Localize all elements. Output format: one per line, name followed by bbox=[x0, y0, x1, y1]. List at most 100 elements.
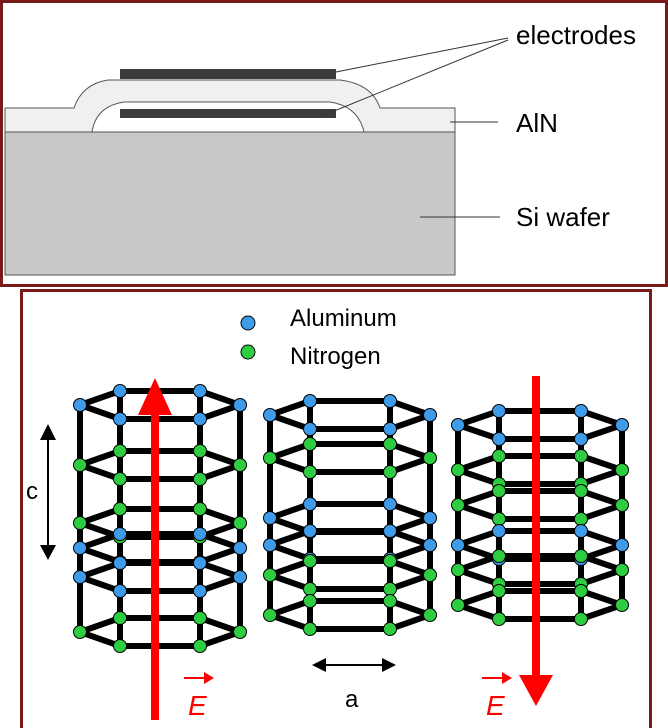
bond bbox=[389, 558, 431, 578]
bond bbox=[269, 612, 311, 632]
nitrogen-atom bbox=[303, 437, 317, 451]
bond bbox=[389, 398, 431, 418]
bond bbox=[457, 408, 500, 428]
bond bbox=[79, 615, 121, 635]
right-e-vector-arrow bbox=[482, 672, 512, 684]
aluminum-atom bbox=[193, 584, 207, 598]
aluminum-atom bbox=[383, 422, 397, 436]
nitrogen-atom bbox=[423, 451, 437, 465]
c-dimension-arrow bbox=[40, 424, 56, 560]
bond bbox=[389, 501, 431, 521]
nitrogen-atom bbox=[383, 622, 397, 636]
nitrogen-atom bbox=[492, 612, 506, 626]
bond bbox=[457, 602, 500, 622]
bond bbox=[79, 629, 121, 649]
bond bbox=[580, 422, 623, 442]
aluminum-atom bbox=[73, 570, 87, 584]
nitrogen-atom bbox=[113, 444, 127, 458]
bond bbox=[79, 388, 121, 408]
aluminum-atom bbox=[574, 524, 588, 538]
left-e-vector-arrow bbox=[184, 672, 214, 684]
aluminum-atom bbox=[113, 556, 127, 570]
aluminum-atom bbox=[615, 538, 629, 552]
nitrogen-atom bbox=[73, 458, 87, 472]
aluminum-atom bbox=[263, 408, 277, 422]
bond bbox=[199, 615, 241, 635]
lattice-structures bbox=[73, 384, 629, 653]
bond bbox=[389, 441, 431, 461]
nitrogen-atom bbox=[303, 582, 317, 596]
nitrogen-atom bbox=[73, 625, 87, 639]
bond bbox=[457, 453, 500, 473]
aluminum-atom bbox=[303, 394, 317, 408]
bond bbox=[269, 558, 311, 578]
bond bbox=[199, 574, 241, 594]
nitrogen-atom bbox=[574, 549, 588, 563]
aluminum-atom bbox=[574, 432, 588, 446]
bond bbox=[580, 602, 623, 622]
nitrogen-atom bbox=[383, 437, 397, 451]
bond bbox=[79, 462, 121, 482]
aluminum-atom bbox=[233, 398, 247, 412]
bond bbox=[389, 572, 431, 592]
bond bbox=[580, 567, 623, 587]
aluminum-atom bbox=[423, 408, 437, 422]
c-dimension-label: c bbox=[26, 478, 38, 505]
nitrogen-atom bbox=[423, 608, 437, 622]
a-dimension-label: a bbox=[345, 686, 359, 713]
bond bbox=[269, 598, 311, 618]
aluminum-atom bbox=[574, 404, 588, 418]
nitrogen-atom bbox=[492, 449, 506, 463]
bond bbox=[79, 560, 121, 580]
nitrogen-atom bbox=[574, 449, 588, 463]
aluminum-atom bbox=[113, 384, 127, 398]
bond bbox=[269, 455, 311, 475]
bond bbox=[389, 455, 431, 475]
bond bbox=[580, 588, 623, 608]
nitrogen-atom bbox=[574, 512, 588, 526]
bond bbox=[457, 567, 500, 587]
bond bbox=[457, 422, 500, 442]
nitrogen-atom bbox=[383, 594, 397, 608]
aluminum-atom bbox=[303, 497, 317, 511]
bond bbox=[389, 612, 431, 632]
bond bbox=[580, 528, 623, 548]
bond bbox=[389, 598, 431, 618]
aluminum-atom bbox=[193, 556, 207, 570]
bond bbox=[580, 408, 623, 428]
legend-aluminum-dot bbox=[240, 315, 256, 331]
bond bbox=[580, 453, 623, 473]
aluminum-atom bbox=[73, 541, 87, 555]
nitrogen-atom bbox=[233, 458, 247, 472]
nitrogen-atom bbox=[193, 444, 207, 458]
bond bbox=[457, 502, 500, 522]
aluminum-atom bbox=[423, 538, 437, 552]
legend-nitrogen-dot bbox=[240, 344, 256, 360]
nitrogen-atom bbox=[451, 563, 465, 577]
nitrogen-atom bbox=[113, 472, 127, 486]
nitrogen-atom bbox=[383, 554, 397, 568]
si-wafer-label: Si wafer bbox=[516, 202, 610, 232]
legend-nitrogen-label: Nitrogen bbox=[290, 343, 381, 370]
bond bbox=[199, 545, 241, 565]
bond bbox=[199, 388, 241, 408]
legend-aluminum-label: Aluminum bbox=[290, 305, 397, 332]
bond bbox=[79, 574, 121, 594]
bond bbox=[580, 467, 623, 487]
bond bbox=[269, 572, 311, 592]
bond bbox=[199, 506, 241, 526]
bond bbox=[389, 542, 431, 562]
aluminum-atom bbox=[263, 538, 277, 552]
bond bbox=[580, 488, 623, 508]
nitrogen-atom bbox=[303, 622, 317, 636]
aluminum-atom bbox=[423, 511, 437, 525]
right-field-arrow bbox=[519, 376, 553, 706]
nitrogen-atom bbox=[574, 584, 588, 598]
bond bbox=[457, 528, 500, 548]
nitrogen-atom bbox=[615, 463, 629, 477]
left-field-label: E bbox=[188, 690, 207, 721]
nitrogen-atom bbox=[263, 568, 277, 582]
nitrogen-atom bbox=[383, 465, 397, 479]
nitrogen-atom bbox=[574, 612, 588, 626]
